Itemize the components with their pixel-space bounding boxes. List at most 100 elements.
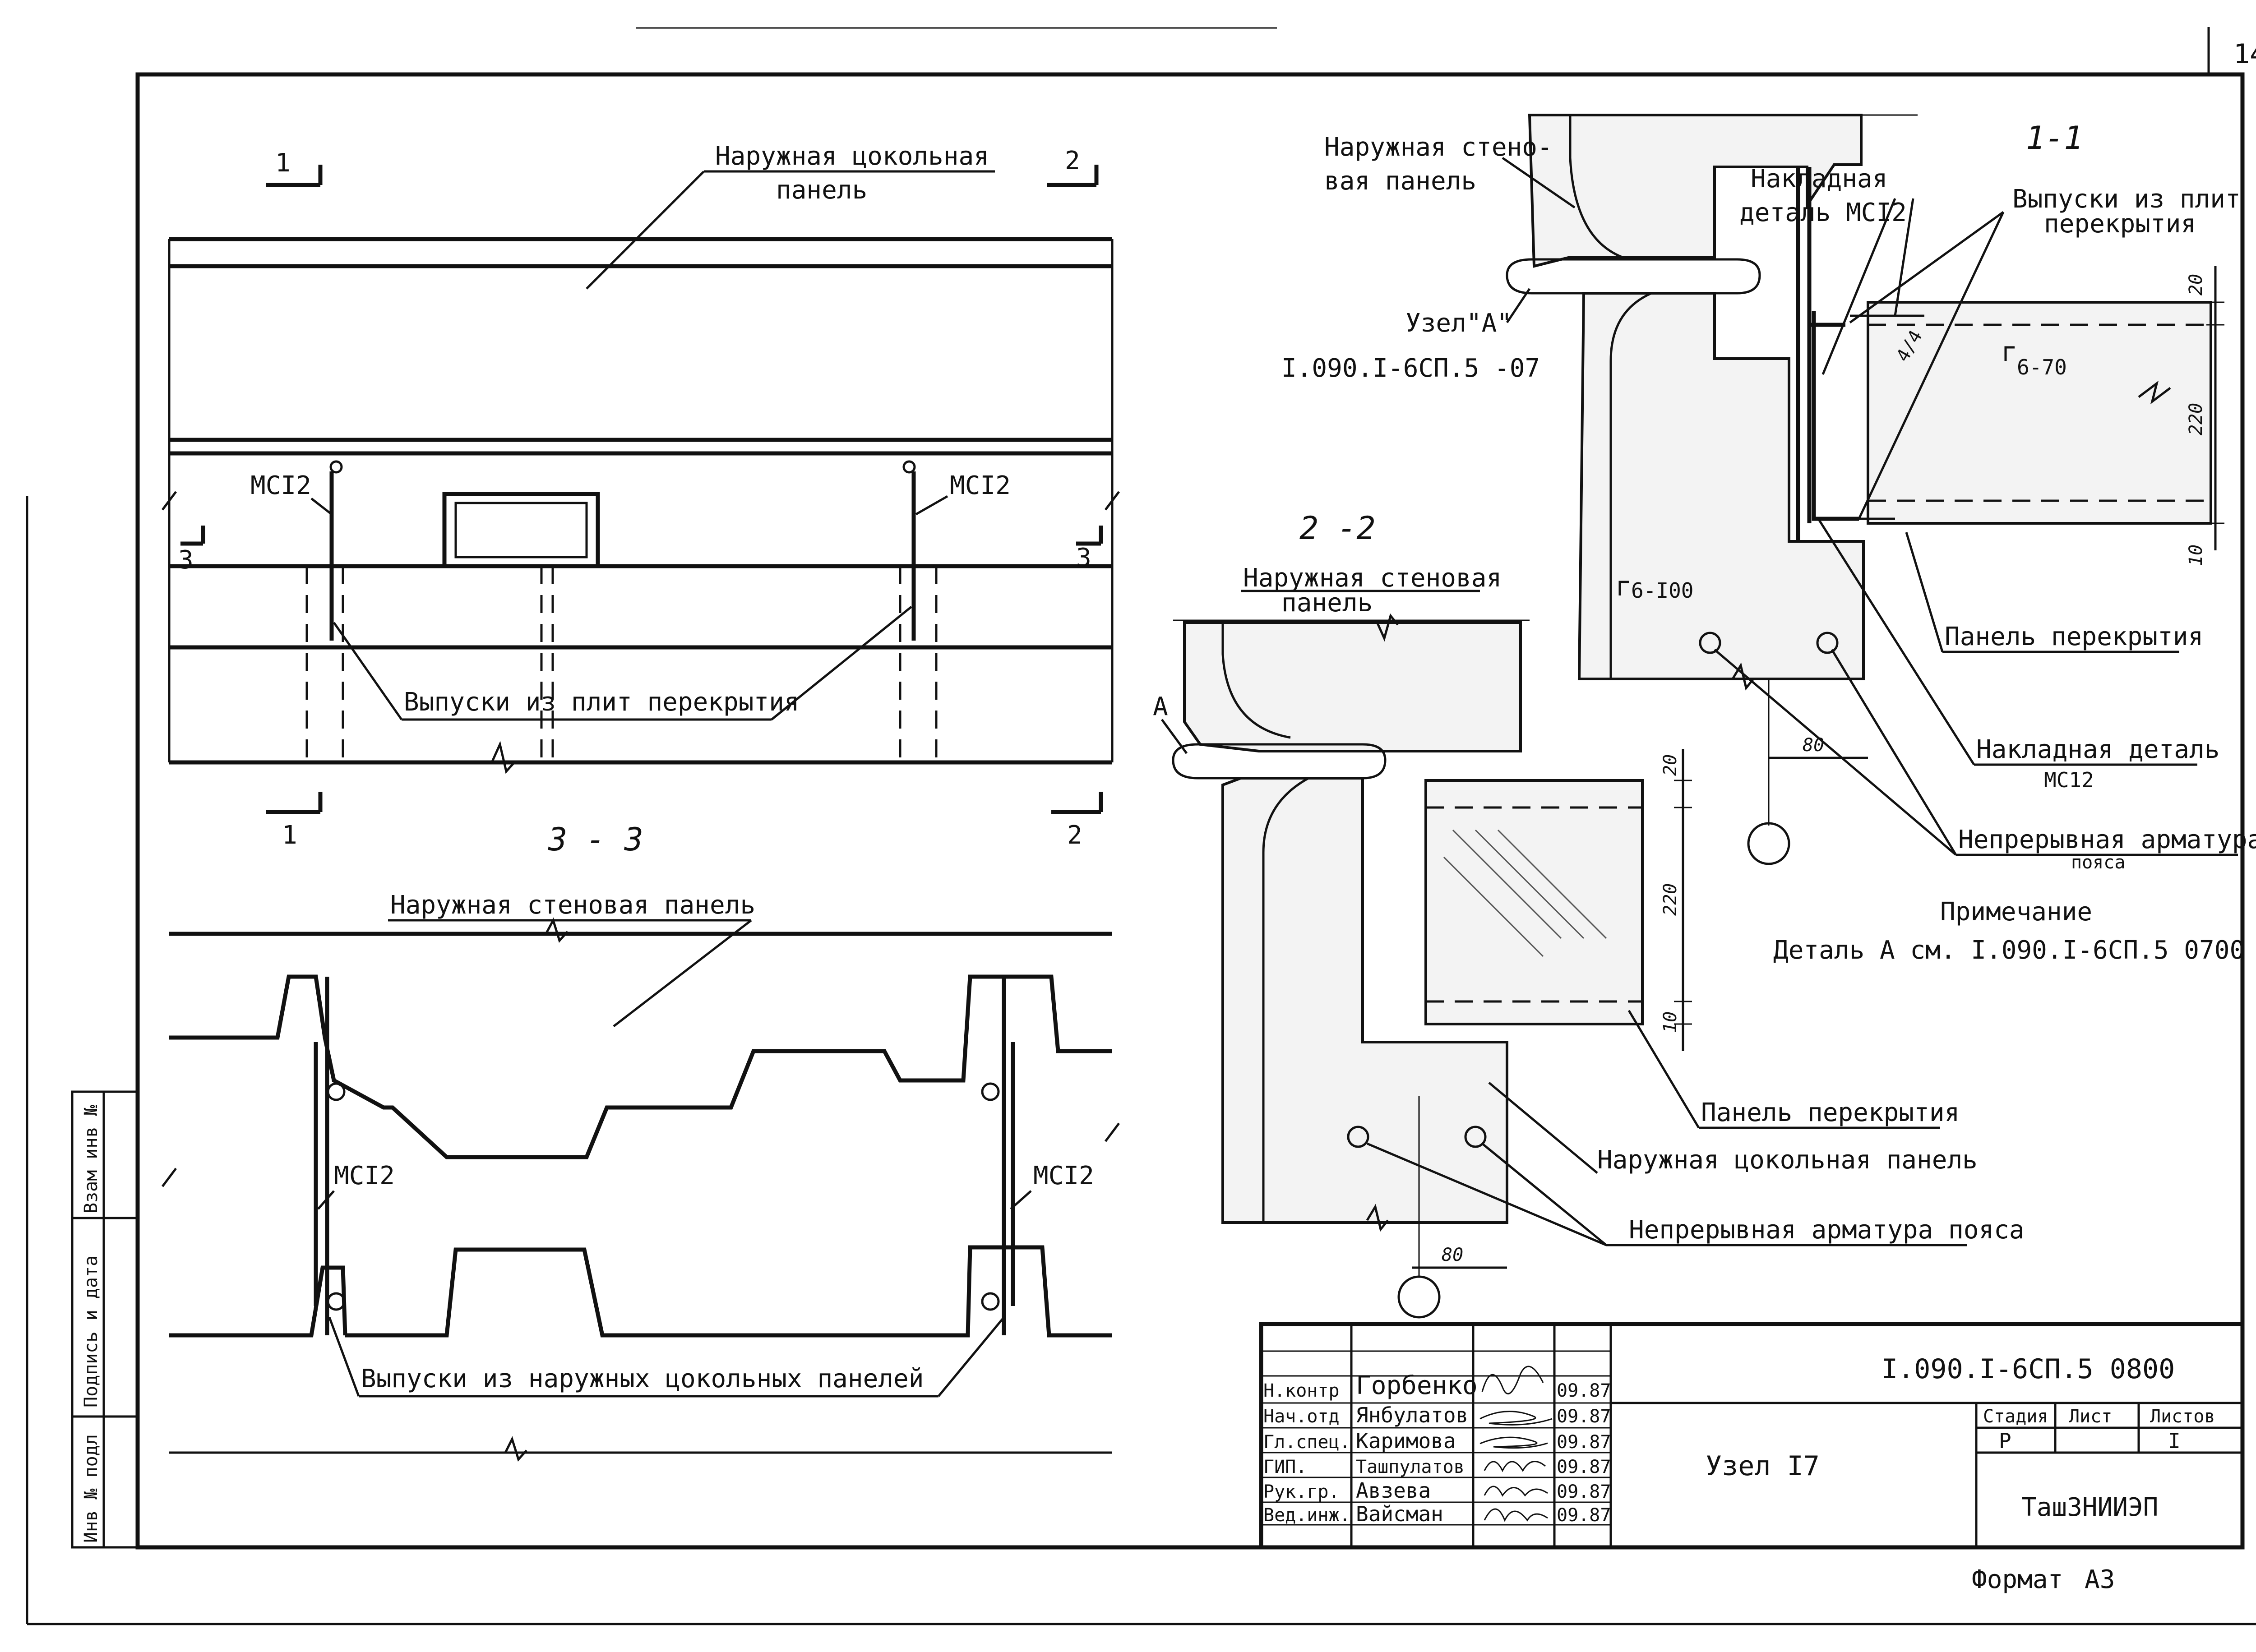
s22-slab-panel-label: Панель перекрытия xyxy=(1701,1098,1960,1127)
s11-node-label: Узел"А" xyxy=(1405,309,1512,338)
leader-line xyxy=(1367,1142,1607,1246)
section-marker-2-top xyxy=(1047,165,1099,187)
rebar-circle xyxy=(1816,632,1839,654)
section-3-3-mc-left: МСI2 xyxy=(334,1161,395,1191)
tb-doc-code: I.090.I-6СП.5 0800 xyxy=(1882,1353,2175,1385)
outlet-hook xyxy=(327,1082,346,1101)
leader-line xyxy=(771,606,912,720)
s22-rebar-label: Непрерывная арматура пояса xyxy=(1629,1215,2025,1245)
drawing-frame xyxy=(135,72,2245,1550)
outlet-hook xyxy=(981,1082,1000,1101)
section-2-bottom-label: 2 xyxy=(1067,821,1082,850)
tb-stage: Р xyxy=(1999,1429,2011,1453)
section-3-left-label: 3 xyxy=(178,545,194,575)
plan-plinth-panel-label-2: панель xyxy=(776,175,867,205)
tb-role-3: ГИП. xyxy=(1263,1457,1307,1477)
section-marker-3-left xyxy=(180,526,205,546)
tb-role-0: Н.контр xyxy=(1263,1380,1340,1401)
plan-window-outer xyxy=(442,492,600,568)
section-1-1: 1-1 20 220 10 80 6-7 xyxy=(1281,114,2256,873)
dim-220: 220 xyxy=(2186,403,2206,435)
slab-hatch xyxy=(1475,829,1585,939)
s11-overlay-label-1: Накладная xyxy=(1751,164,1887,194)
tb-role-2: Гл.спец. xyxy=(1263,1432,1350,1453)
tb-date-1: 09.87 xyxy=(1557,1406,1611,1427)
leader-line xyxy=(1627,1010,1700,1129)
upper-wall-panel xyxy=(1183,621,1522,752)
rebar-circle xyxy=(1464,1126,1487,1148)
section-2-2: 2 -2 20 220 10 80 xyxy=(1153,510,2025,1319)
outlet-hook-left xyxy=(329,460,343,474)
tb-role-5: Вед.инж. xyxy=(1263,1505,1350,1526)
s11-overlay-detail-label: Накладная деталь xyxy=(1976,735,2219,764)
break-mark xyxy=(2138,380,2171,405)
outlet-hook-right xyxy=(902,460,916,474)
leader-line xyxy=(938,1316,1005,1397)
leader-line xyxy=(1817,518,1975,766)
tb-date-4: 09.87 xyxy=(1557,1481,1611,1502)
note-title: Примечание xyxy=(1940,897,2092,927)
title-block: Н.контр Горбенко 09.87 Нач.отд Янбулатов… xyxy=(1259,1322,2245,1550)
section-1-top-label: 1 xyxy=(275,148,291,178)
break-mark xyxy=(545,917,569,943)
plan-mc-left: МСI2 xyxy=(250,471,311,500)
tb-sheet-header: Лист xyxy=(2069,1406,2112,1427)
leader-line xyxy=(328,1317,360,1397)
section-marker-1-bottom xyxy=(266,792,323,814)
s11-overlay-label-2: деталь МСI2 xyxy=(1739,198,1907,227)
tb-date-5: 09.87 xyxy=(1557,1505,1611,1526)
tb-name-1: Янбулатов xyxy=(1356,1403,1468,1427)
tb-stage-header: Стадия xyxy=(1983,1406,2048,1427)
tb-sheets-header: Листов xyxy=(2150,1406,2215,1427)
plan-view: 1 2 1 2 3 3 Наружная цокольная панель МС… xyxy=(162,142,1120,850)
leader-line xyxy=(1160,719,1188,754)
wall-panel-profile-lower xyxy=(169,1245,1112,1338)
tb-date-3: 09.87 xyxy=(1557,1457,1611,1477)
break-mark xyxy=(162,1122,1120,1187)
break-mark xyxy=(1366,1204,1389,1232)
rebar-symbol xyxy=(1618,581,1629,595)
panel-joint-curve xyxy=(1221,623,1291,739)
dim-220: 220 xyxy=(1660,883,1681,916)
leader-line xyxy=(310,498,333,515)
section-3-3-outlets-label: Выпуски из наружных цокольных панелей xyxy=(361,1364,924,1394)
leader-line xyxy=(915,495,948,516)
lower-plinth-panel xyxy=(1221,777,1508,1224)
leader-line xyxy=(317,1190,335,1210)
tb-sheets-total: I xyxy=(2168,1429,2181,1453)
dim-80: 80 xyxy=(1442,1245,1463,1265)
note-block: Примечание Деталь А см. I.090.I-6СП.5 07… xyxy=(1773,897,2245,965)
format-label: Формат xyxy=(1972,1565,2063,1594)
leader-line xyxy=(1849,211,2004,324)
dim-20: 20 xyxy=(1660,754,1681,776)
tb-name-4: Авзева xyxy=(1356,1478,1431,1503)
section-marker-2-bottom xyxy=(1051,792,1103,814)
leader-line xyxy=(1502,157,1576,209)
slab-hatch xyxy=(1452,829,1562,939)
outlet-hook xyxy=(327,1292,346,1311)
leader-line xyxy=(1010,1190,1032,1210)
section-3-3-mc-right: МСI2 xyxy=(1033,1161,1094,1191)
tb-name-5: Вайсман xyxy=(1356,1502,1443,1526)
tb-date-0: 09.87 xyxy=(1557,1380,1611,1401)
section-3-right-label: 3 xyxy=(1076,543,1091,572)
s22-plinth-panel-label: Наружная цокольная панель xyxy=(1597,1145,1978,1175)
lower-plinth-panel xyxy=(1577,292,1865,680)
plan-mc-right: МСI2 xyxy=(950,471,1011,500)
wall-panel-profile-upper xyxy=(169,974,1112,1159)
section-1-bottom-label: 1 xyxy=(282,821,297,850)
s22-wall-label-2: панель xyxy=(1281,588,1373,618)
leader-line xyxy=(1858,211,2005,520)
leader-line xyxy=(586,171,705,290)
sheet-number: 14 xyxy=(2233,38,2256,70)
tb-org: ТашЗНИИЭП xyxy=(2021,1493,2158,1522)
rebar-6-70: 6-70 xyxy=(2017,355,2067,379)
tb-role-1: Нач.отд xyxy=(1263,1406,1340,1427)
side-stamp-inv: Инв № подл xyxy=(81,1434,102,1543)
side-stamp: Инв № подл Подпись и дата Взам инв № xyxy=(71,1090,139,1549)
leader-line xyxy=(1714,649,1957,856)
tb-role-4: Рук.гр. xyxy=(1263,1481,1340,1502)
tb-name-0: Горбенко xyxy=(1356,1371,1478,1400)
rebar-callout-circle xyxy=(1747,822,1790,865)
